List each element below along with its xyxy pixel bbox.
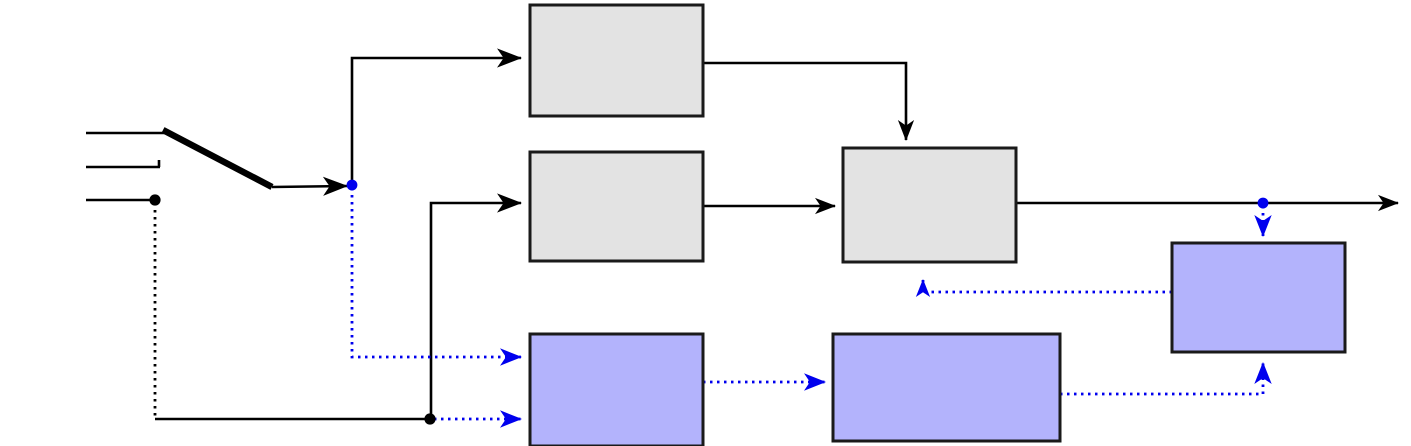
block-gray-middle-rect[interactable] <box>528 150 705 263</box>
branch-to-gray-middle-wire <box>429 193 522 419</box>
blue-right-feedback-to-gray-right-wire <box>915 279 1172 297</box>
block-gray-top-rect[interactable] <box>528 3 705 118</box>
switch-tap-node <box>149 194 161 206</box>
block-gray-middle[interactable] <box>528 150 705 263</box>
block-blue-right-rect[interactable] <box>1170 241 1347 354</box>
block-blue-bottom-left-rect[interactable] <box>528 332 705 446</box>
gray-top-to-gray-right-wire <box>703 61 915 141</box>
block-gray-top[interactable] <box>528 3 705 118</box>
block-blue-right[interactable] <box>1170 241 1347 354</box>
bottom-branch-node <box>424 413 436 425</box>
mux-output-node <box>346 179 358 191</box>
input-selector-switch[interactable] <box>86 127 274 206</box>
blue-mid-to-blue-right-wire <box>1060 362 1272 396</box>
block-gray-right-rect[interactable] <box>841 146 1018 264</box>
block-blue-bottom-left[interactable] <box>528 332 705 446</box>
mux-to-gray-top-wire <box>350 48 522 185</box>
block-blue-bottom-mid[interactable] <box>831 332 1062 443</box>
mux-node-to-blue-left-wire <box>350 188 522 366</box>
output-tap-node <box>1257 197 1269 209</box>
switch-pole-lever[interactable] <box>161 127 274 190</box>
switch-to-mux-wire <box>271 176 348 196</box>
block-gray-right[interactable] <box>841 146 1018 264</box>
block-blue-bottom-mid-rect[interactable] <box>831 332 1062 443</box>
